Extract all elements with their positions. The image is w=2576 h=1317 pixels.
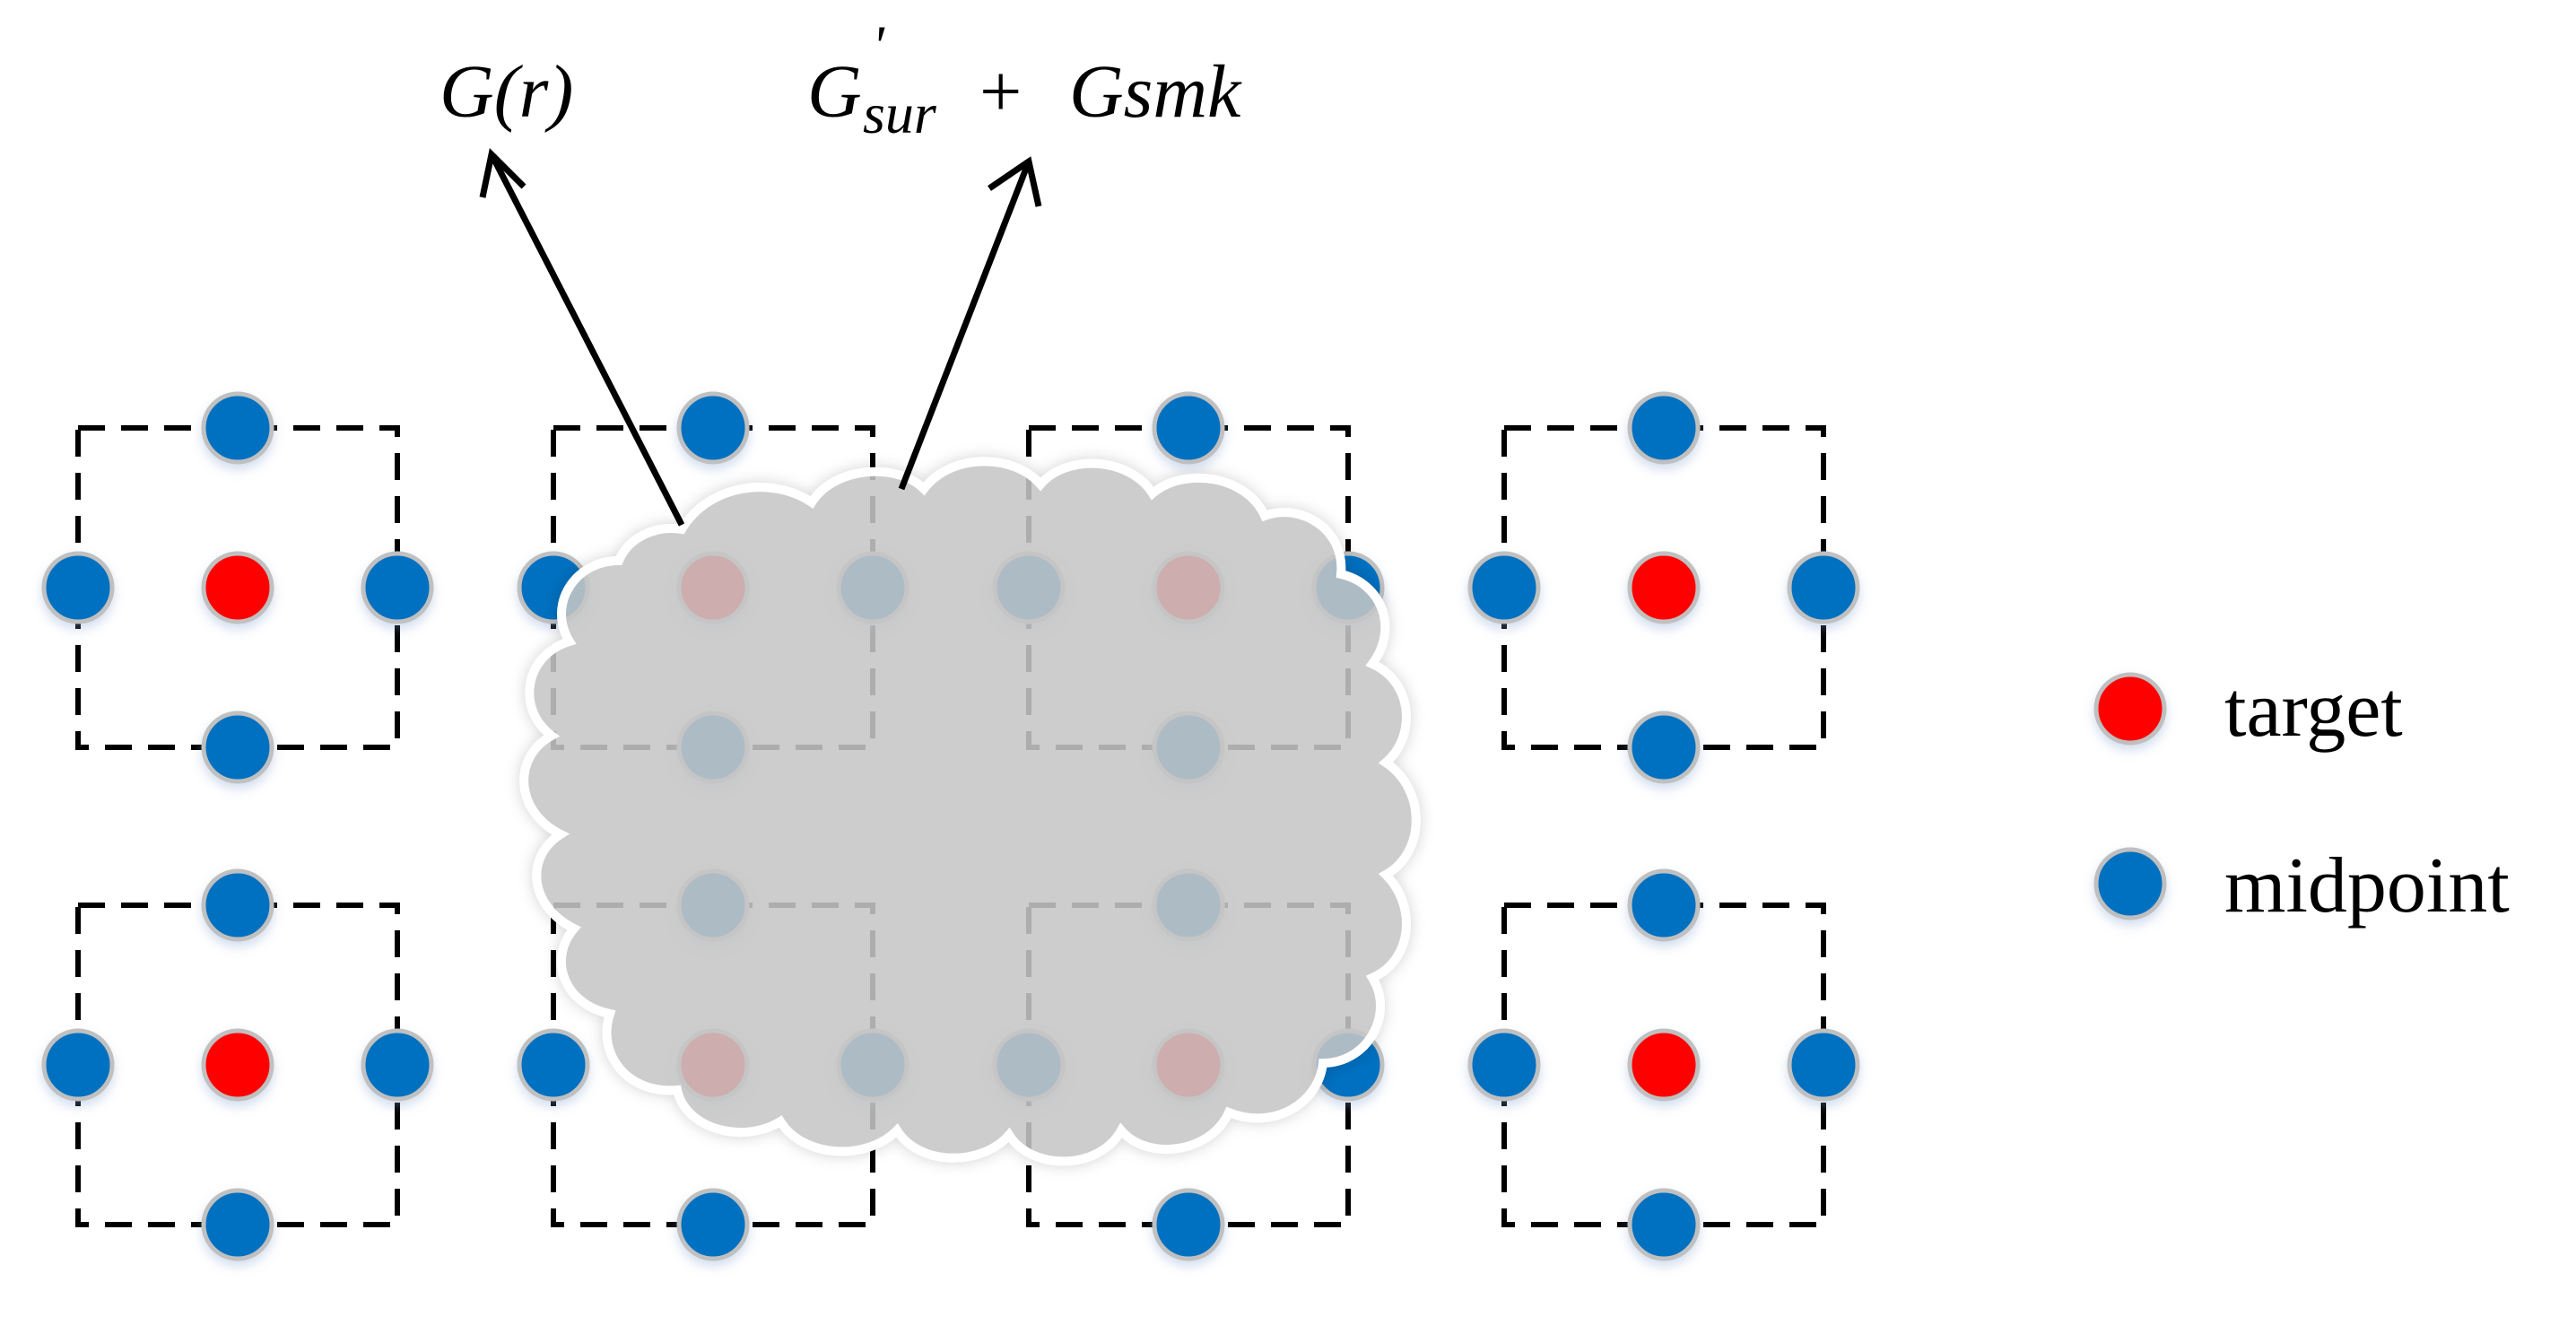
midpoint-dot-bottom [201, 711, 274, 784]
arrow-right-shaft [898, 160, 1032, 491]
midpoint-dot-right [361, 1028, 434, 1102]
right-formula-main: G [807, 50, 862, 134]
midpoint-dot-left [41, 551, 115, 624]
right-formula-label: G ' sur + Gsmk [807, 13, 1242, 145]
midpoint-dot-bottom [1627, 711, 1701, 784]
midpoint-dot-left [1467, 551, 1541, 624]
target-dot [1627, 551, 1701, 624]
right-formula-prime: ' [872, 13, 885, 77]
midpoint-dot-top [676, 391, 750, 465]
cloud-shape [519, 457, 1421, 1166]
arrow-right-head [988, 156, 1042, 207]
legend-midpoint-label: midpoint [2224, 842, 2510, 929]
midpoint-dot-left [41, 1028, 115, 1102]
midpoint-dot-right [1787, 1028, 1860, 1102]
left-formula-label: G(r) [439, 50, 573, 134]
arrows [479, 147, 1042, 527]
midpoint-dot-right [361, 551, 434, 624]
midpoint-dot-top [201, 868, 274, 942]
arrow-left-head [479, 147, 527, 198]
legend: target midpoint [2093, 667, 2510, 929]
right-formula-plus: + [979, 50, 1022, 134]
target-dot [201, 551, 274, 624]
grid-cell-row2-col4 [1467, 868, 1860, 1261]
grid-cell-row1-col1 [41, 391, 434, 784]
midpoint-dot-top [1627, 391, 1701, 465]
midpoint-dot-left [1467, 1028, 1541, 1102]
target-dot [1627, 1028, 1701, 1102]
midpoint-dot-right [1787, 551, 1860, 624]
grid-cell-row2-col1 [41, 868, 434, 1261]
arrow-left-shaft [488, 153, 685, 527]
target-dot [201, 1028, 274, 1102]
legend-target-dot [2093, 672, 2167, 746]
occlusion-cloud [519, 457, 1421, 1166]
midpoint-dot-left [517, 1028, 590, 1102]
right-formula-subscript: sur [863, 82, 937, 145]
midpoint-dot-bottom [1627, 1188, 1701, 1261]
legend-midpoint-dot [2093, 847, 2167, 920]
midpoint-dot-top [1627, 868, 1701, 942]
midpoint-dot-top [1152, 391, 1225, 465]
midpoint-dot-top [201, 391, 274, 465]
legend-target-label: target [2224, 667, 2403, 754]
midpoint-dot-bottom [201, 1188, 274, 1261]
grid-cell-row1-col4 [1467, 391, 1860, 784]
right-formula-second: Gsmk [1069, 50, 1242, 134]
midpoint-dot-bottom [676, 1188, 750, 1261]
midpoint-dot-bottom [1152, 1188, 1225, 1261]
